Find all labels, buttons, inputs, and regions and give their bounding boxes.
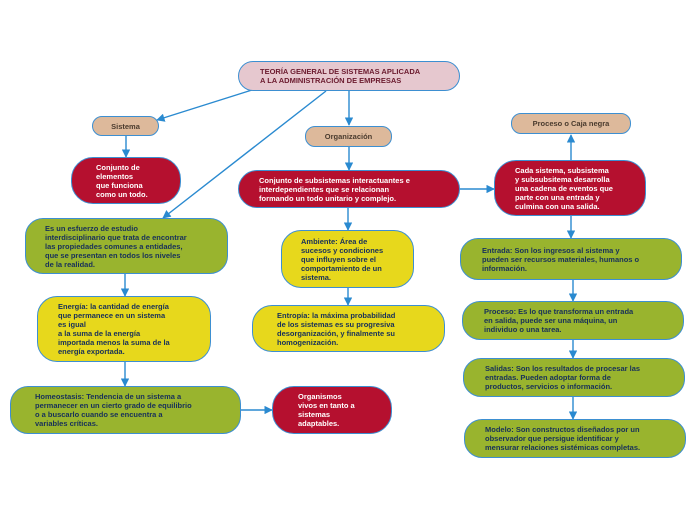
ambiente-text: Ambiente: Área de sucesos y condiciones …: [301, 236, 384, 282]
sistema-node[interactable]: Sistema: [92, 116, 159, 136]
energia-node[interactable]: Energía: la cantidad de energía que perm…: [37, 296, 211, 362]
proceso-caja-negra-node[interactable]: Proceso o Caja negra: [511, 113, 631, 134]
ambiente-node[interactable]: Ambiente: Área de sucesos y condiciones …: [281, 230, 414, 288]
proceso-node[interactable]: Proceso: Es lo que transforma un entrada…: [462, 301, 684, 340]
sistema-label: Sistema: [111, 121, 140, 131]
entropia-node[interactable]: Entropía: la máxima probabilidad de los …: [252, 305, 445, 352]
organizacion-definicion-text: Conjunto de subsistemas interactuantes e…: [259, 175, 410, 203]
proceso-text: Proceso: Es lo que transforma un entrada…: [484, 307, 634, 334]
proceso-caja-negra-label: Proceso o Caja negra: [532, 119, 610, 128]
modelo-text: Modelo: Son constructos diseñados por un…: [485, 425, 641, 452]
entrada-node[interactable]: Entrada: Son los ingresos al sistema y p…: [460, 238, 682, 280]
organismos-text: Organismos vivos en tanto a sistemas ada…: [298, 392, 355, 428]
entropia-text: Entropía: la máxima probabilidad de los …: [277, 310, 396, 347]
energia-text: Energía: la cantidad de energía que perm…: [58, 302, 170, 356]
organismos-node[interactable]: Organismos vivos en tanto a sistemas ada…: [272, 386, 392, 434]
organizacion-label: Organización: [324, 132, 373, 141]
entrada-text: Entrada: Son los ingresos al sistema y p…: [482, 245, 640, 273]
homeostasis-text: Homeostasis: Tendencia de un sistema a p…: [35, 392, 192, 428]
root-node[interactable]: TEORÍA GENERAL DE SISTEMAS APLICADA A LA…: [238, 61, 460, 91]
organizacion-node[interactable]: Organización: [305, 126, 392, 147]
sistema-definicion-node[interactable]: Conjunto de elementos que funciona como …: [71, 157, 181, 204]
root-text: TEORÍA GENERAL DE SISTEMAS APLICADA A LA…: [260, 67, 421, 85]
cada-sistema-node[interactable]: Cada sistema, subsistema y subsubsitema …: [494, 160, 646, 216]
organizacion-definicion-node[interactable]: Conjunto de subsistemas interactuantes e…: [238, 170, 460, 208]
modelo-node[interactable]: Modelo: Son constructos diseñados por un…: [464, 419, 686, 458]
esfuerzo-text: Es un esfuerzo de estudio interdisciplin…: [45, 223, 187, 269]
homeostasis-node[interactable]: Homeostasis: Tendencia de un sistema a p…: [10, 386, 241, 434]
edge-root-sistema: [156, 89, 253, 122]
esfuerzo-node[interactable]: Es un esfuerzo de estudio interdisciplin…: [25, 218, 228, 274]
edge-root-esfuerzo: [162, 90, 327, 219]
sistema-definicion-text: Conjunto de elementos que funciona como …: [96, 162, 148, 199]
salidas-node[interactable]: Salidas: Son los resultados de procesar …: [463, 358, 685, 397]
salidas-text: Salidas: Son los resultados de procesar …: [485, 364, 641, 391]
cada-sistema-text: Cada sistema, subsistema y subsubsitema …: [515, 165, 613, 211]
